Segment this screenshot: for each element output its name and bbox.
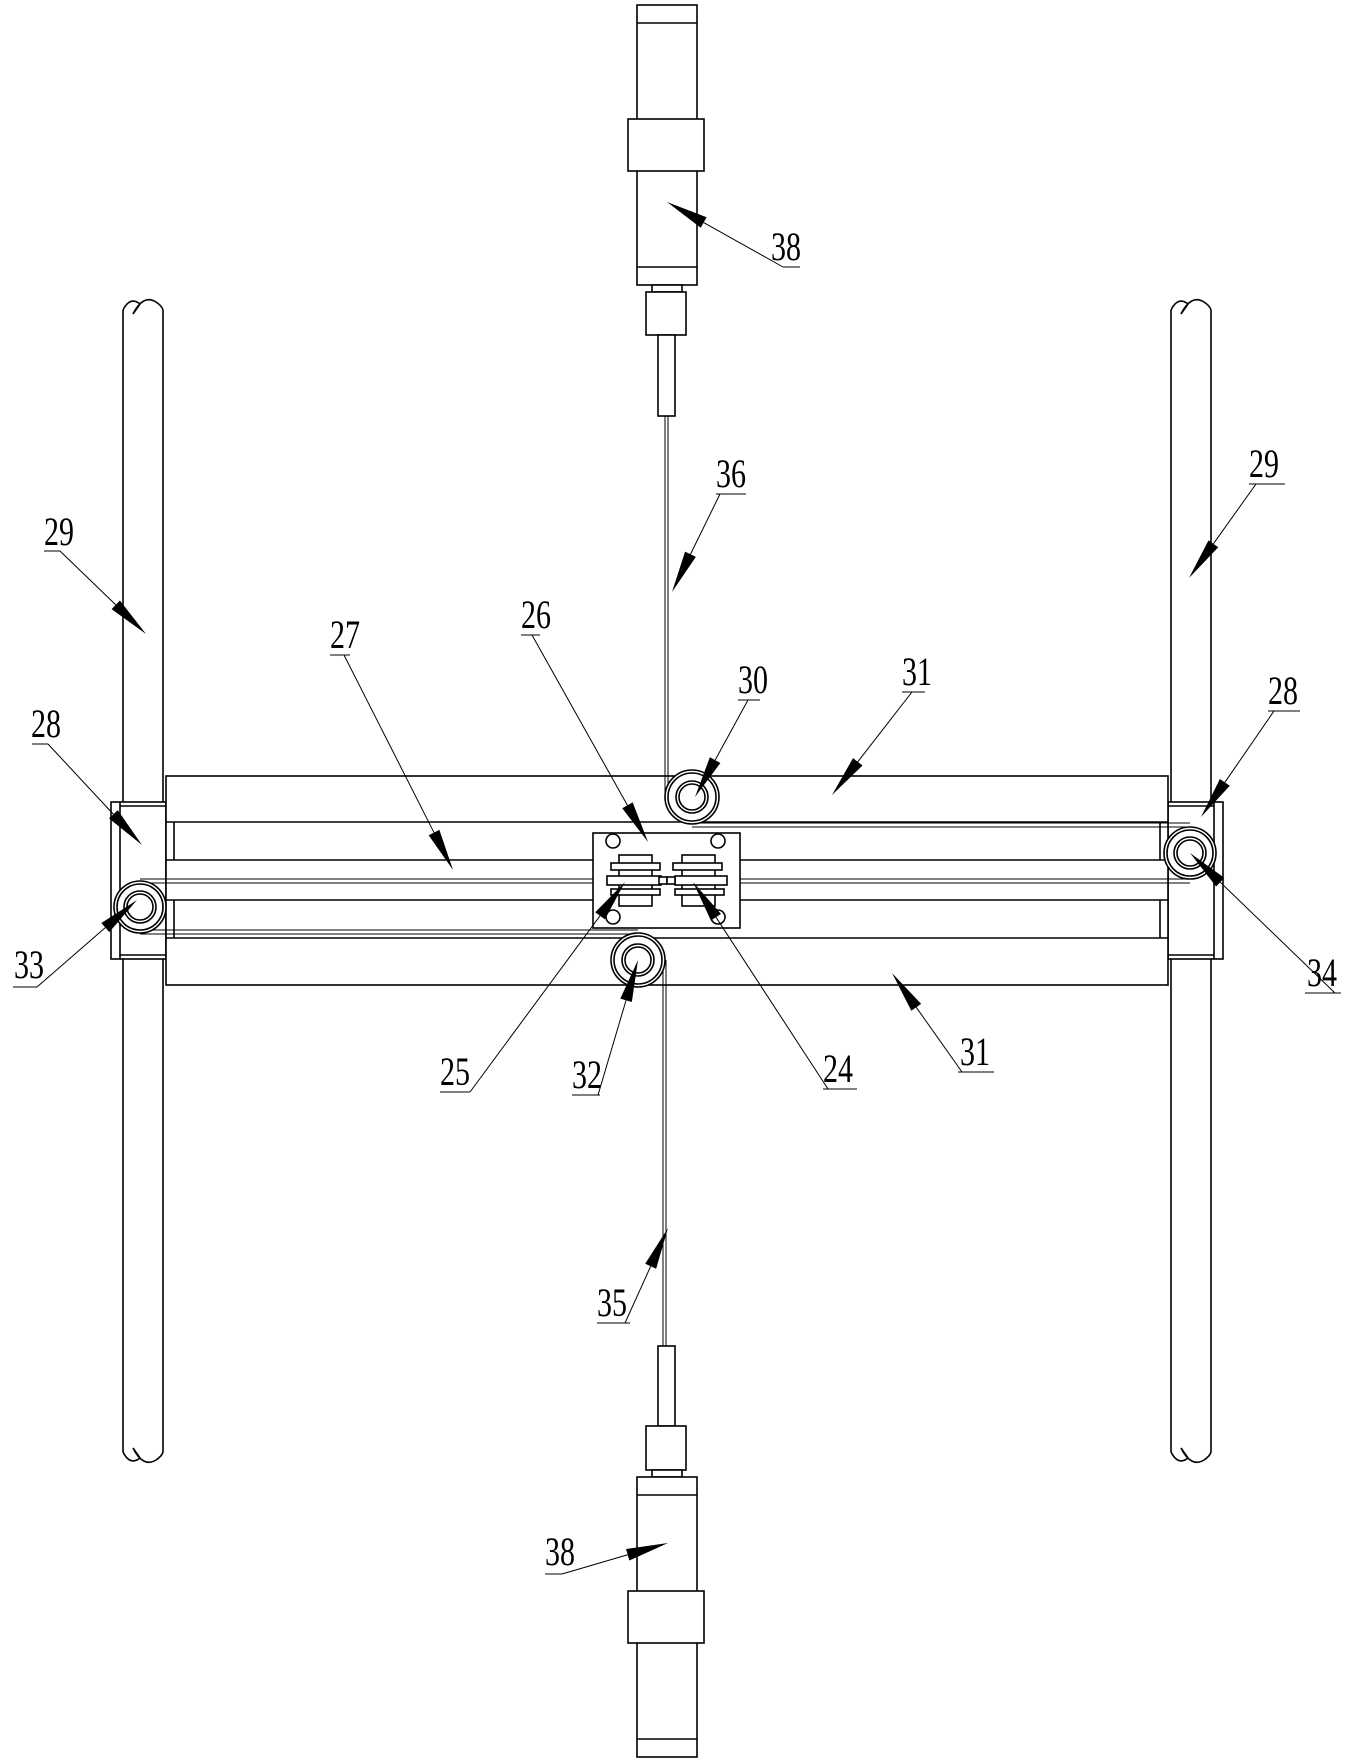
reference-number: 24 (823, 1046, 853, 1091)
upper-wire-36 (665, 416, 668, 797)
reference-number: 35 (597, 1280, 627, 1325)
leader-line (598, 1000, 626, 1095)
reference-number: 29 (1249, 441, 1279, 486)
callout-35: 35 (597, 1228, 668, 1325)
pulley-30 (665, 770, 719, 824)
reference-number: 28 (31, 701, 61, 746)
reference-number: 25 (440, 1049, 470, 1094)
leader-line (1225, 711, 1274, 782)
arrowhead-icon (645, 1228, 668, 1269)
arrowhead-icon (672, 552, 696, 592)
reference-number: 28 (1268, 668, 1298, 713)
leader-line (48, 744, 113, 814)
lower-wire-35 (663, 960, 666, 1346)
arrowhead-icon (1189, 540, 1218, 578)
reference-number: 29 (44, 509, 74, 554)
callout-36: 36 (672, 451, 746, 592)
leader-line (1213, 484, 1256, 544)
callout-31: 31 (832, 649, 932, 795)
leader-line (37, 928, 105, 987)
arrowhead-icon (112, 601, 146, 634)
leader-line (715, 700, 748, 760)
pulley-33 (114, 881, 166, 933)
leader-line (858, 692, 912, 762)
reference-number: 32 (572, 1052, 602, 1097)
leader-line (1220, 882, 1335, 993)
leader-line (625, 1266, 651, 1323)
reference-number: 26 (521, 592, 551, 637)
top-motor-38 (628, 5, 704, 416)
reference-number: 38 (545, 1529, 575, 1574)
reference-number: 31 (902, 649, 932, 694)
reference-number: 30 (738, 657, 768, 702)
callout-28: 28 (31, 701, 142, 845)
leader-line (916, 1007, 962, 1072)
reference-number: 27 (330, 612, 360, 657)
callout-29: 29 (44, 509, 146, 634)
leader-line (60, 551, 116, 605)
reference-number: 36 (716, 451, 746, 496)
reference-number: 31 (960, 1029, 990, 1074)
leader-line (690, 494, 720, 554)
reference-number: 34 (1307, 950, 1337, 995)
callout-28: 28 (1201, 668, 1300, 817)
reference-number: 33 (14, 942, 44, 987)
callout-31: 31 (892, 973, 994, 1074)
callout-29: 29 (1189, 441, 1285, 578)
